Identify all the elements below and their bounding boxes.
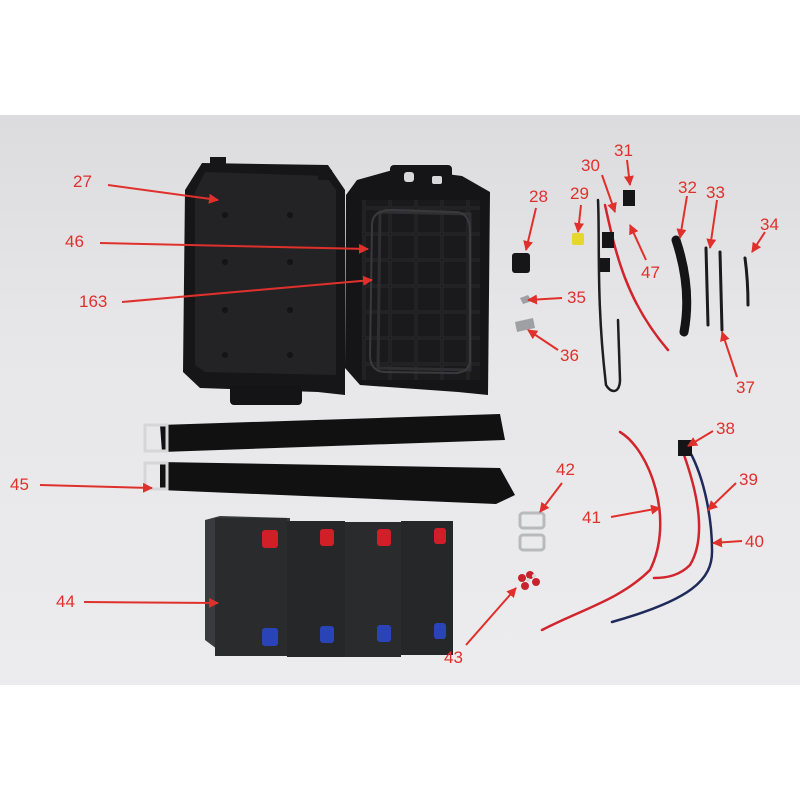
- callout-38: 38: [716, 419, 735, 438]
- callout-27: 27: [73, 172, 92, 191]
- callout-32: 32: [678, 178, 697, 197]
- callout-28: 28: [529, 187, 548, 206]
- callout-35: 35: [567, 288, 586, 307]
- callout-45: 45: [10, 475, 29, 494]
- callout-163: 163: [79, 292, 108, 311]
- callout-31: 31: [614, 141, 633, 160]
- battery-box-base: [183, 157, 345, 405]
- callout-34: 34: [760, 215, 779, 234]
- battery-straps: [143, 414, 515, 504]
- callout-41: 41: [582, 508, 601, 527]
- callout-47: 47: [641, 263, 660, 282]
- callout-36: 36: [560, 346, 579, 365]
- callout-39: 39: [739, 470, 758, 489]
- callout-30: 30: [581, 156, 600, 175]
- callout-37: 37: [736, 378, 755, 397]
- callout-44: 44: [56, 592, 75, 611]
- callout-43: 43: [444, 648, 463, 667]
- callout-42: 42: [556, 460, 575, 479]
- callout-33: 33: [706, 183, 725, 202]
- callout-40: 40: [745, 532, 764, 551]
- small-parts: [512, 233, 584, 590]
- battery-box-lid: [345, 165, 490, 395]
- callout-arrows: [39, 159, 766, 646]
- callout-29: 29: [570, 184, 589, 203]
- callout-46: 46: [65, 232, 84, 251]
- battery-pack: [205, 516, 453, 657]
- wire-harnesses: [540, 190, 750, 632]
